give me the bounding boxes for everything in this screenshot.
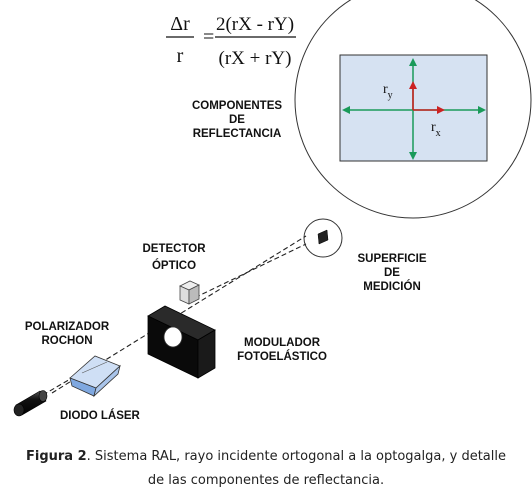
svg-text:ROCHON: ROCHON (41, 335, 92, 347)
measurement-surface-sample (317, 229, 329, 245)
svg-text:SUPERFICIE: SUPERFICIE (357, 253, 426, 265)
photoelastic-modulator (147, 305, 216, 379)
svg-text:DETECTOR: DETECTOR (142, 243, 206, 255)
svg-text:COMPONENTES: COMPONENTES (192, 100, 282, 112)
measurement-surface-label: SUPERFICIE DE MEDICIÓN (357, 253, 426, 293)
rx-label: rx (431, 120, 441, 139)
photoelastic-modulator-label: MODULADOR FOTOELÁSTICO (237, 337, 327, 363)
svg-text:REFLECTANCIA: REFLECTANCIA (193, 128, 282, 140)
optical-detector-label: DETECTOR ÓPTICO (142, 243, 206, 272)
formula-rhs-denominator: (rX + rY) (219, 48, 292, 69)
caption-line-1: Figura 2. Sistema RAL, rayo incidente or… (0, 445, 532, 469)
optical-system-diagram: Δr r = 2(rX - rY) (rX + rY) ry rx COMPON… (13, 0, 532, 422)
laser-diode (13, 390, 48, 417)
figure-caption: Figura 2. Sistema RAL, rayo incidente or… (0, 445, 532, 493)
svg-text:ÓPTICO: ÓPTICO (152, 259, 196, 272)
reflectance-formula: Δr r = 2(rX - rY) (rX + rY) (166, 13, 296, 69)
modulator-aperture (163, 326, 183, 348)
formula-equals: = (203, 26, 214, 48)
ry-label: ry (383, 82, 393, 101)
svg-text:MODULADOR: MODULADOR (244, 337, 321, 349)
formula-lhs-numerator: Δr (170, 13, 190, 35)
figure-label: Figura 2 (26, 449, 87, 464)
svg-text:POLARIZADOR: POLARIZADOR (25, 321, 110, 333)
svg-text:FOTOELÁSTICO: FOTOELÁSTICO (237, 350, 327, 363)
formula-rhs-numerator: 2(rX - rY) (216, 14, 294, 35)
laser-diode-label: DIODO LÁSER (60, 409, 141, 422)
rochon-polarizer (69, 355, 121, 398)
caption-text-1: . Sistema RAL, rayo incidente ortogonal … (86, 449, 506, 464)
caption-line-2: de las componentes de reflectancia. (147, 473, 385, 488)
optical-detector (179, 280, 200, 305)
svg-text:DE: DE (229, 114, 245, 126)
rochon-polarizer-label: POLARIZADOR ROCHON (25, 321, 110, 347)
reflectance-components-label: COMPONENTES DE REFLECTANCIA (192, 100, 282, 140)
svg-text:MEDICIÓN: MEDICIÓN (363, 280, 421, 293)
svg-text:DE: DE (384, 267, 400, 279)
formula-lhs-denominator: r (177, 45, 184, 67)
